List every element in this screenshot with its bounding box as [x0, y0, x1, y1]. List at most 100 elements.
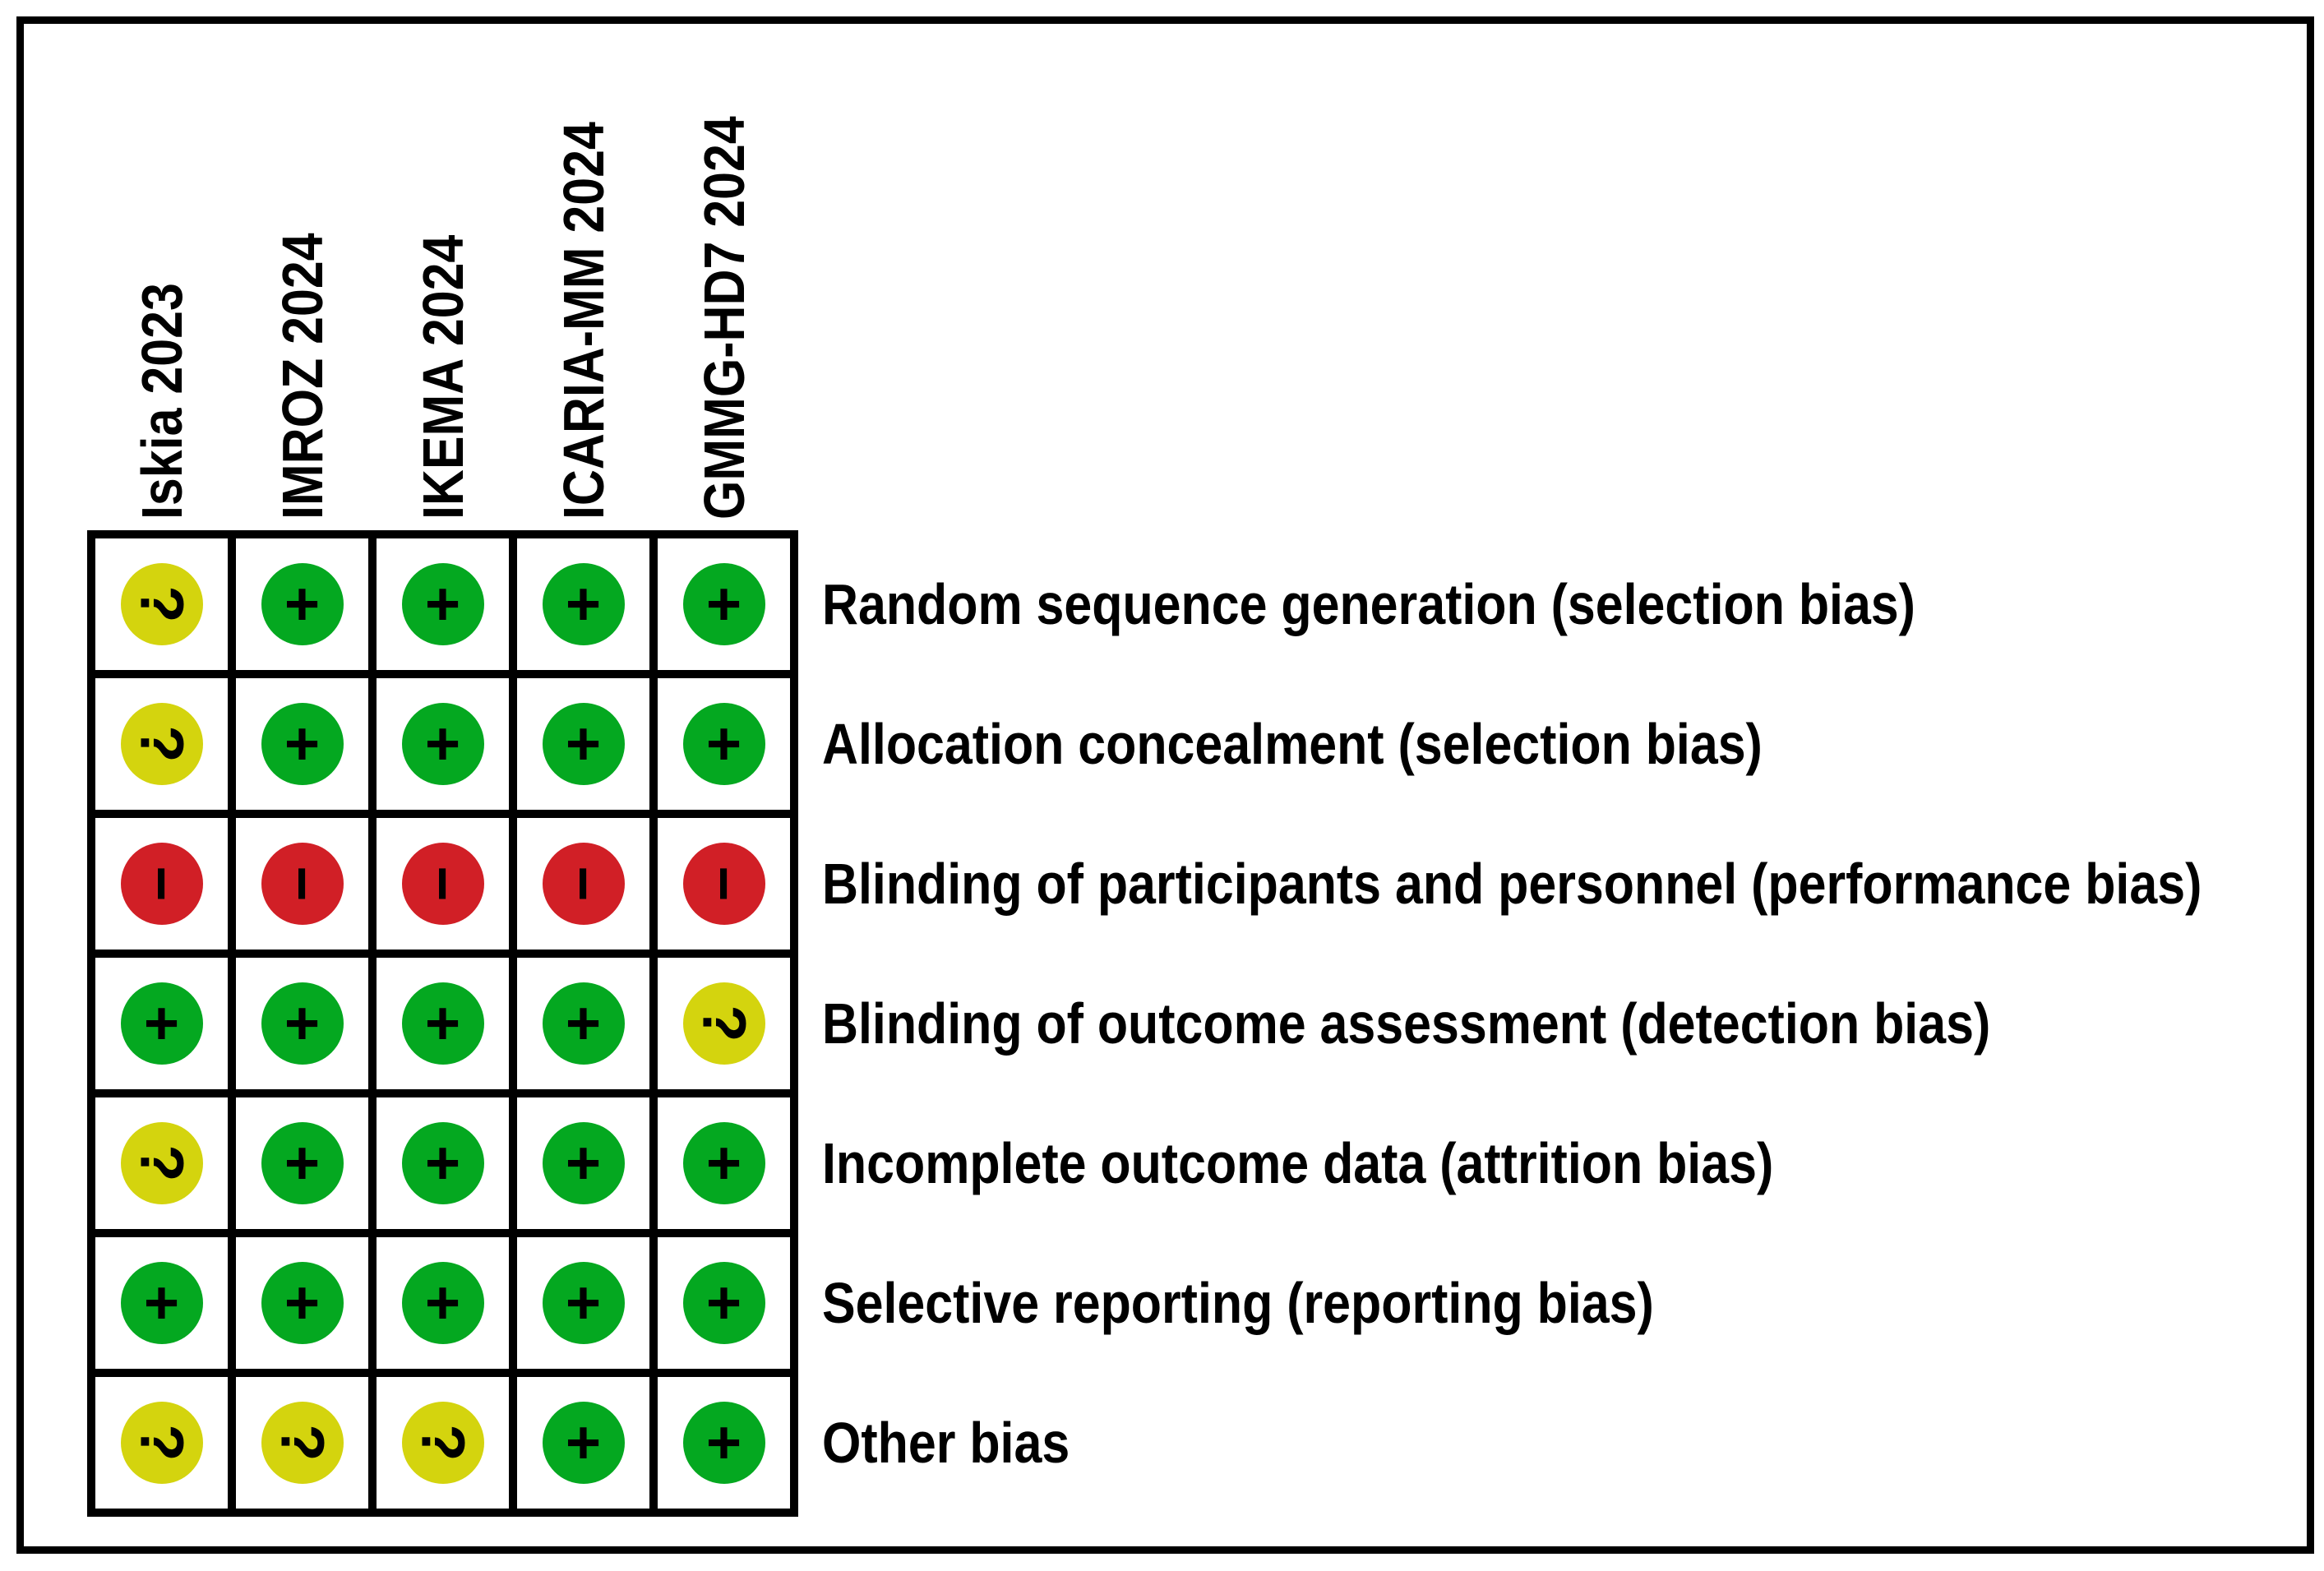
judgement-low-icon: +: [261, 1122, 344, 1204]
judgement-symbol: +: [705, 1408, 742, 1476]
judgement-symbol: −: [127, 866, 196, 902]
risk-cell-row2-col1: ?: [95, 678, 228, 810]
judgement-low-icon: +: [542, 1402, 625, 1484]
risk-cell-row7-col5: +: [658, 1377, 790, 1509]
judgement-symbol: +: [424, 709, 461, 778]
judgement-unclear-icon: ?: [120, 1402, 203, 1484]
column-header-study-2: IMROZ 2024: [270, 233, 335, 520]
risk-cell-row5-col4: +: [517, 1097, 649, 1229]
risk-cell-row6-col5: +: [658, 1237, 790, 1369]
judgement-low-icon: +: [682, 1122, 765, 1204]
risk-cell-row4-col2: +: [236, 958, 368, 1089]
judgement-low-icon: +: [261, 563, 344, 645]
risk-cell-row3-col1: −: [95, 818, 228, 950]
risk-cell-row2-col5: +: [658, 678, 790, 810]
judgement-symbol: +: [705, 1268, 742, 1337]
judgement-low-icon: +: [401, 563, 484, 645]
judgement-unclear-icon: ?: [261, 1402, 344, 1484]
judgement-low-icon: +: [401, 982, 484, 1065]
judgement-symbol: +: [705, 570, 742, 638]
judgement-low-icon: +: [401, 1122, 484, 1204]
judgement-symbol: +: [284, 1129, 321, 1197]
row-label-bias-domain-3: Blinding of participants and personnel (…: [822, 852, 2202, 916]
judgement-symbol: ?: [268, 1424, 337, 1462]
risk-cell-row2-col3: +: [377, 678, 509, 810]
risk-cell-row2-col4: +: [517, 678, 649, 810]
risk-cell-row2-col2: +: [236, 678, 368, 810]
column-header-study-1: Iskia 2023: [129, 283, 194, 520]
judgement-symbol: +: [284, 570, 321, 638]
risk-cell-row4-col4: +: [517, 958, 649, 1089]
judgement-unclear-icon: ?: [120, 1122, 203, 1204]
judgement-symbol: +: [143, 989, 180, 1057]
judgement-symbol: ?: [127, 1424, 196, 1462]
judgement-symbol: ?: [409, 1424, 478, 1462]
judgement-unclear-icon: ?: [120, 703, 203, 785]
judgement-symbol: +: [424, 1129, 461, 1197]
judgement-low-icon: +: [682, 1262, 765, 1344]
judgement-high-icon: −: [542, 843, 625, 925]
risk-cell-row5-col1: ?: [95, 1097, 228, 1229]
judgement-symbol: −: [409, 866, 478, 902]
risk-cell-row3-col2: −: [236, 818, 368, 950]
row-label-bias-domain-1: Random sequence generation (selection bi…: [822, 572, 1915, 636]
judgement-symbol: +: [284, 1268, 321, 1337]
judgement-symbol: +: [284, 709, 321, 778]
judgement-unclear-icon: ?: [401, 1402, 484, 1484]
risk-matrix: ?++++?++++−−−−−++++??+++++++++???++: [87, 530, 798, 1517]
column-header-study-5: GMMG-HD7 2024: [691, 116, 756, 520]
judgement-low-icon: +: [682, 563, 765, 645]
judgement-high-icon: −: [401, 843, 484, 925]
judgement-low-icon: +: [261, 703, 344, 785]
row-label-bias-domain-6: Selective reporting (reporting bias): [822, 1271, 1654, 1335]
risk-cell-row1-col5: +: [658, 538, 790, 670]
judgement-symbol: +: [424, 570, 461, 638]
judgement-symbol: +: [565, 709, 602, 778]
judgement-low-icon: +: [542, 1122, 625, 1204]
judgement-unclear-icon: ?: [120, 563, 203, 645]
judgement-low-icon: +: [542, 703, 625, 785]
risk-cell-row4-col3: +: [377, 958, 509, 1089]
risk-cell-row1-col3: +: [377, 538, 509, 670]
judgement-symbol: +: [143, 1268, 180, 1337]
row-label-bias-domain-2: Allocation concealment (selection bias): [822, 712, 1763, 776]
risk-cell-row1-col4: +: [517, 538, 649, 670]
judgement-symbol: −: [268, 866, 337, 902]
row-label-bias-domain-5: Incomplete outcome data (attrition bias): [822, 1131, 1774, 1195]
judgement-low-icon: +: [682, 703, 765, 785]
judgement-unclear-icon: ?: [682, 982, 765, 1065]
judgement-symbol: −: [690, 866, 759, 902]
judgement-symbol: +: [565, 1268, 602, 1337]
judgement-symbol: ?: [690, 1005, 759, 1042]
column-header-study-3: IKEMA 2024: [410, 234, 475, 520]
risk-cell-row7-col3: ?: [377, 1377, 509, 1509]
risk-cell-row6-col3: +: [377, 1237, 509, 1369]
judgement-symbol: +: [565, 989, 602, 1057]
judgement-symbol: ?: [127, 1144, 196, 1182]
judgement-low-icon: +: [120, 1262, 203, 1344]
judgement-low-icon: +: [120, 982, 203, 1065]
judgement-symbol: +: [424, 1268, 461, 1337]
judgement-symbol: +: [565, 1129, 602, 1197]
risk-cell-row7-col4: +: [517, 1377, 649, 1509]
risk-cell-row6-col1: +: [95, 1237, 228, 1369]
risk-cell-row4-col5: ?: [658, 958, 790, 1089]
judgement-symbol: +: [565, 1408, 602, 1476]
risk-cell-row4-col1: +: [95, 958, 228, 1089]
judgement-low-icon: +: [542, 1262, 625, 1344]
risk-cell-row7-col2: ?: [236, 1377, 368, 1509]
risk-cell-row5-col3: +: [377, 1097, 509, 1229]
risk-cell-row3-col4: −: [517, 818, 649, 950]
judgement-high-icon: −: [120, 843, 203, 925]
risk-cell-row5-col2: +: [236, 1097, 368, 1229]
judgement-symbol: +: [284, 989, 321, 1057]
judgement-low-icon: +: [542, 982, 625, 1065]
risk-cell-row5-col5: +: [658, 1097, 790, 1229]
judgement-high-icon: −: [682, 843, 765, 925]
judgement-low-icon: +: [682, 1402, 765, 1484]
judgement-symbol: ?: [127, 725, 196, 763]
judgement-symbol: +: [424, 989, 461, 1057]
judgement-low-icon: +: [261, 1262, 344, 1344]
risk-cell-row6-col2: +: [236, 1237, 368, 1369]
